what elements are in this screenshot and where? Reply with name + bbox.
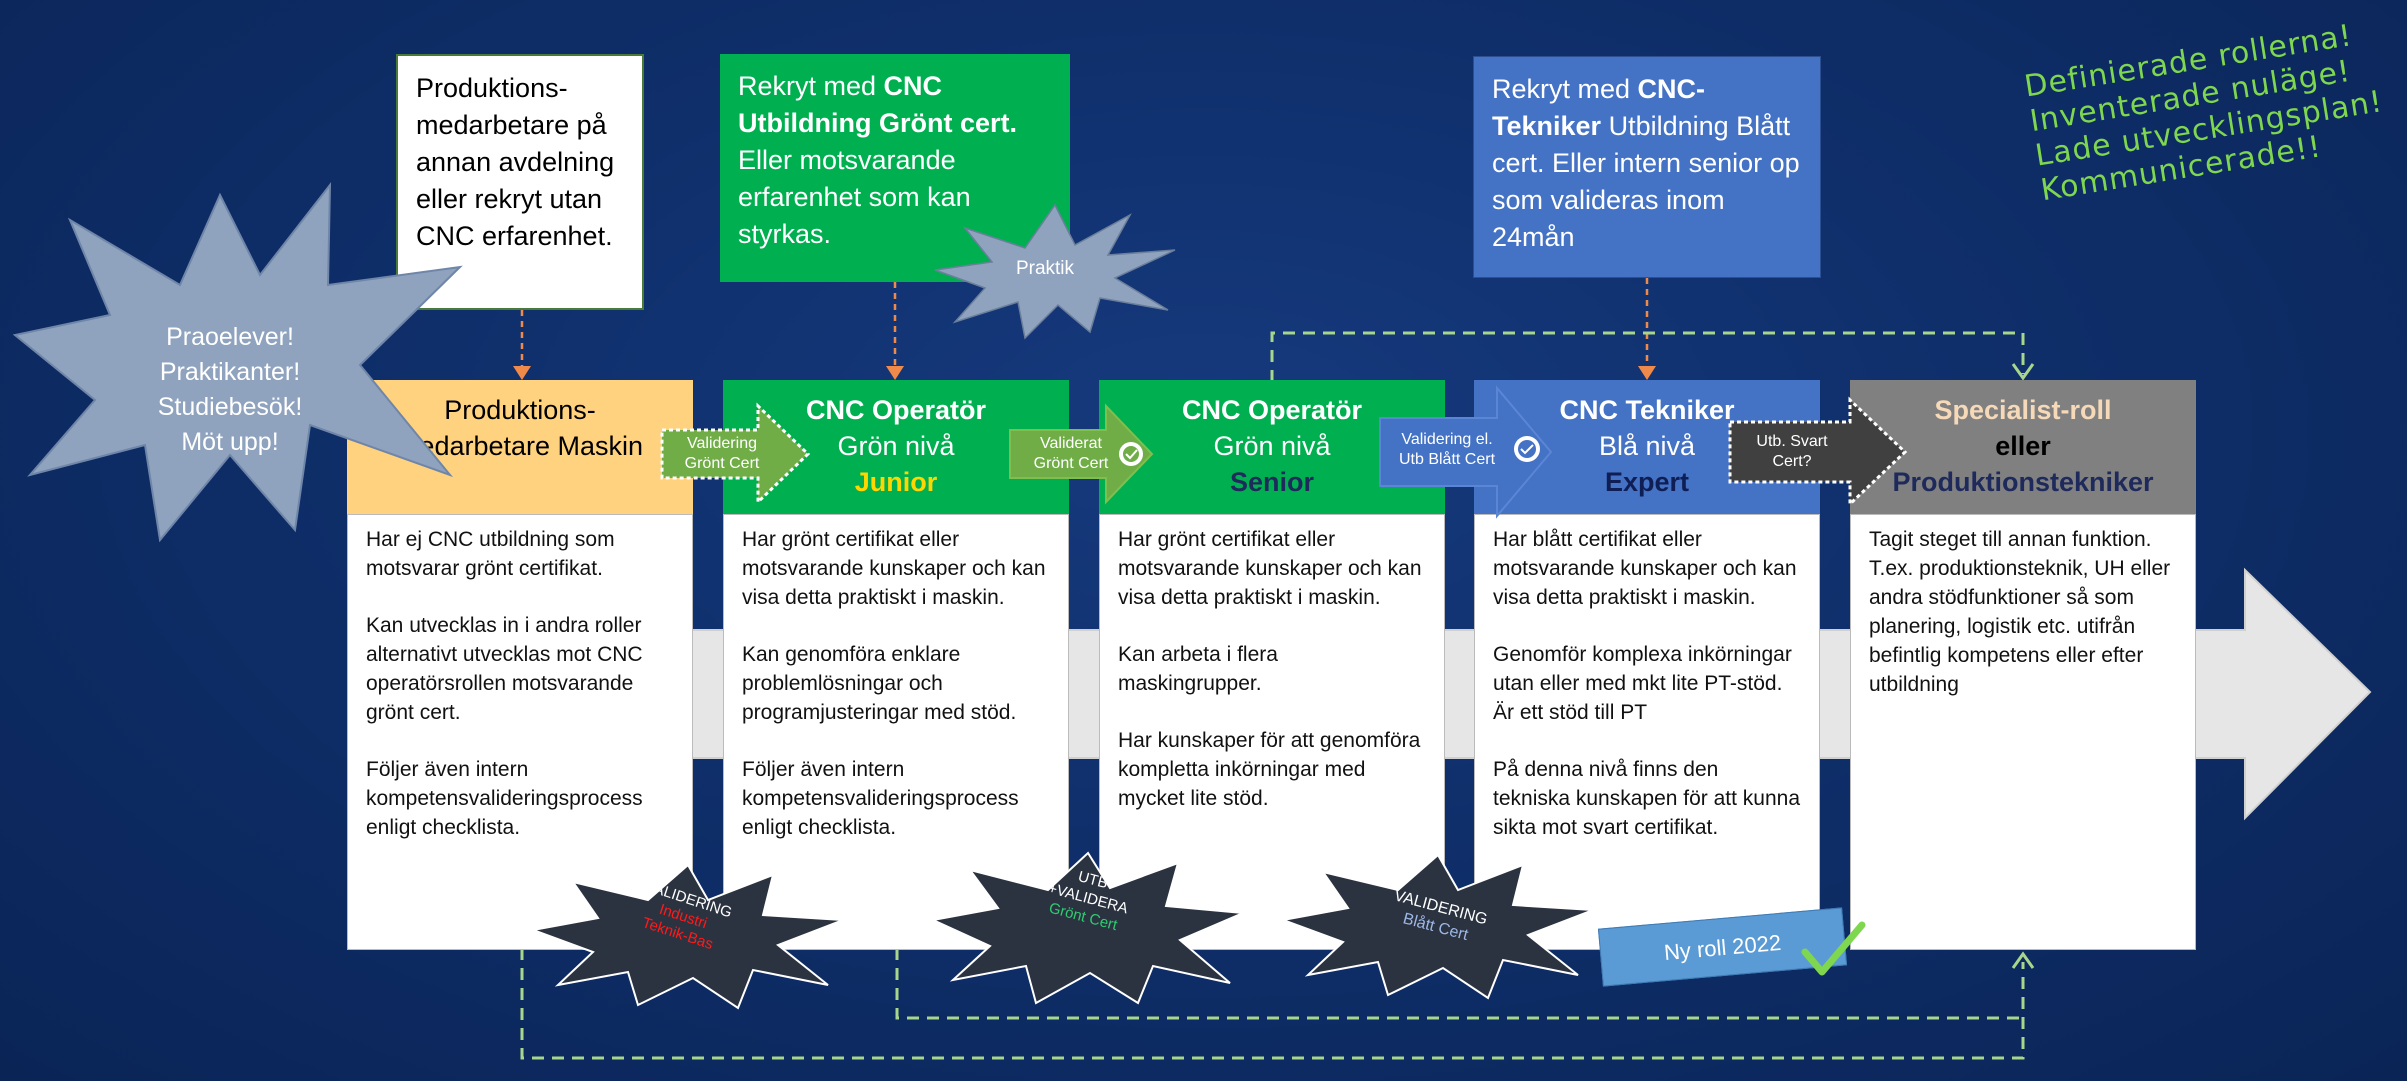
transition-text: Cert? [1772, 453, 1812, 470]
role-level: Senior [1229, 467, 1315, 497]
role-paragraph: Har kunskaper för att genomföra komplett… [1118, 729, 1421, 810]
praktik-label: Praktik [1015, 258, 1075, 279]
entry-box-production: Produktions-medarbetare på annan avdelni… [396, 54, 644, 310]
role-subtitle: eller [1995, 431, 2051, 461]
outreach-burst-text: Praoelever! Praktikanter! Studiebesök! M… [110, 320, 350, 460]
role-paragraph: Tagit steget till annan funktion. T.ex. … [1869, 528, 2171, 696]
transition-label-1: Validering Grönt Cert [662, 434, 782, 474]
role-level: Produktionstekniker [1892, 467, 2154, 497]
role-paragraph: Följer även intern kompetensvalideringsp… [366, 758, 643, 839]
role-paragraph: På denna nivå finns den tekniska kunskap… [1493, 758, 1801, 839]
transition-text: Utb. Svart [1756, 433, 1828, 450]
transition-label-4: Utb. Svart Cert? [1732, 432, 1852, 472]
role-subtitle: Blå nivå [1598, 431, 1696, 461]
validation-burst-2 [929, 851, 1244, 1005]
transition-arrow-4 [1728, 396, 1908, 508]
transition-text: Grönt Cert [1033, 455, 1109, 472]
role-paragraph: Kan utvecklas in i andra roller alternat… [366, 614, 643, 724]
role-paragraph: Kan arbeta i flera maskingrupper. [1118, 643, 1278, 695]
entry-box-cnc-green: Rekryt med CNC Utbildning Grönt cert. El… [720, 54, 1070, 282]
role-level: Junior [854, 467, 938, 497]
role-title: Produktions- [444, 395, 596, 425]
validation-burst-1 [529, 863, 844, 1010]
outreach-burst [12, 182, 463, 543]
role-body-cnc-tekniker: Har blått certifikat eller motsvarande k… [1474, 514, 1820, 950]
entry-box-text: Produktions-medarbetare på annan avdelni… [416, 73, 615, 251]
role-paragraph: Har grönt certifikat eller motsvarande k… [1118, 528, 1422, 609]
transition-text: Validerat [1040, 435, 1102, 452]
outreach-line: Praoelever! [166, 323, 294, 351]
entry-box-bold: CNC Utbildning Grönt cert. [738, 71, 1017, 138]
role-paragraph: Har grönt certifikat eller motsvarande k… [742, 528, 1046, 609]
role-header-specialist: Specialist-roll eller Produktionsteknike… [1850, 380, 2196, 514]
entry-box-text: Rekryt med [738, 71, 884, 101]
entry-box-text: Utbildning Blått cert. Eller intern seni… [1492, 111, 1800, 252]
role-paragraph: Kan genomföra enklare problemlösningar o… [742, 643, 1017, 724]
entry-arrows [520, 278, 1649, 372]
role-title: Specialist-roll [1934, 395, 2112, 425]
transition-arrow-3 [1379, 385, 1553, 519]
role-paragraph: Följer även intern kompetensvalideringsp… [742, 758, 1019, 839]
outreach-line: Möt upp! [181, 428, 279, 456]
transition-arrow-1 [660, 402, 811, 506]
transition-label-3: Validering el. Utb Blått Cert [1382, 430, 1512, 470]
praktik-burst [934, 203, 1176, 340]
role-header-cnc-tekniker: CNC Tekniker Blå nivå Expert [1474, 380, 1820, 514]
transition-text: Grönt Cert [684, 455, 760, 472]
transition-text: Validering [687, 435, 757, 452]
role-paragraph: Har ej CNC utbildning som motsvarar grön… [366, 528, 615, 580]
outreach-line: Studiebesök! [157, 393, 303, 421]
role-title: CNC Tekniker [1559, 395, 1735, 425]
role-paragraph: Genomför komplexa inkörningar utan eller… [1493, 643, 1792, 724]
entry-box-bold: CNC-Tekniker [1492, 74, 1706, 141]
validation-burst-3 [1279, 853, 1594, 1000]
check-mark-icon [1801, 921, 1866, 976]
check-badge-icon [1119, 442, 1143, 466]
entry-box-text: Rekryt med [1492, 74, 1638, 104]
role-body-specialist: Tagit steget till annan funktion. T.ex. … [1850, 514, 2196, 950]
role-title: medarbetare Maskin [396, 431, 644, 461]
entry-box-text: Eller motsvarande erfarenhet som kan sty… [738, 145, 971, 249]
role-title: CNC Operatör [1181, 395, 1363, 425]
role-subtitle: Grön nivå [837, 431, 955, 461]
transition-text: Validering el. [1401, 431, 1493, 448]
entry-box-cnc-blue: Rekryt med CNC-Tekniker Utbildning Blått… [1473, 56, 1821, 278]
role-paragraph: Har blått certifikat eller motsvarande k… [1493, 528, 1797, 609]
outreach-line: Praktikanter! [159, 358, 301, 386]
role-body-cnc-junior: Har grönt certifikat eller motsvarande k… [723, 514, 1069, 950]
role-body-production: Har ej CNC utbildning som motsvarar grön… [347, 514, 693, 950]
transition-arrow-2 [1009, 403, 1154, 505]
career-path-lines [520, 331, 2025, 1060]
check-badge-icon [1514, 436, 1540, 462]
role-subtitle: Grön nivå [1213, 431, 1331, 461]
transition-label-2: Validerat Grönt Cert [1016, 434, 1126, 474]
role-title: CNC Operatör [805, 395, 987, 425]
transition-text: Utb Blått Cert [1398, 451, 1496, 468]
role-level: Expert [1604, 467, 1690, 497]
